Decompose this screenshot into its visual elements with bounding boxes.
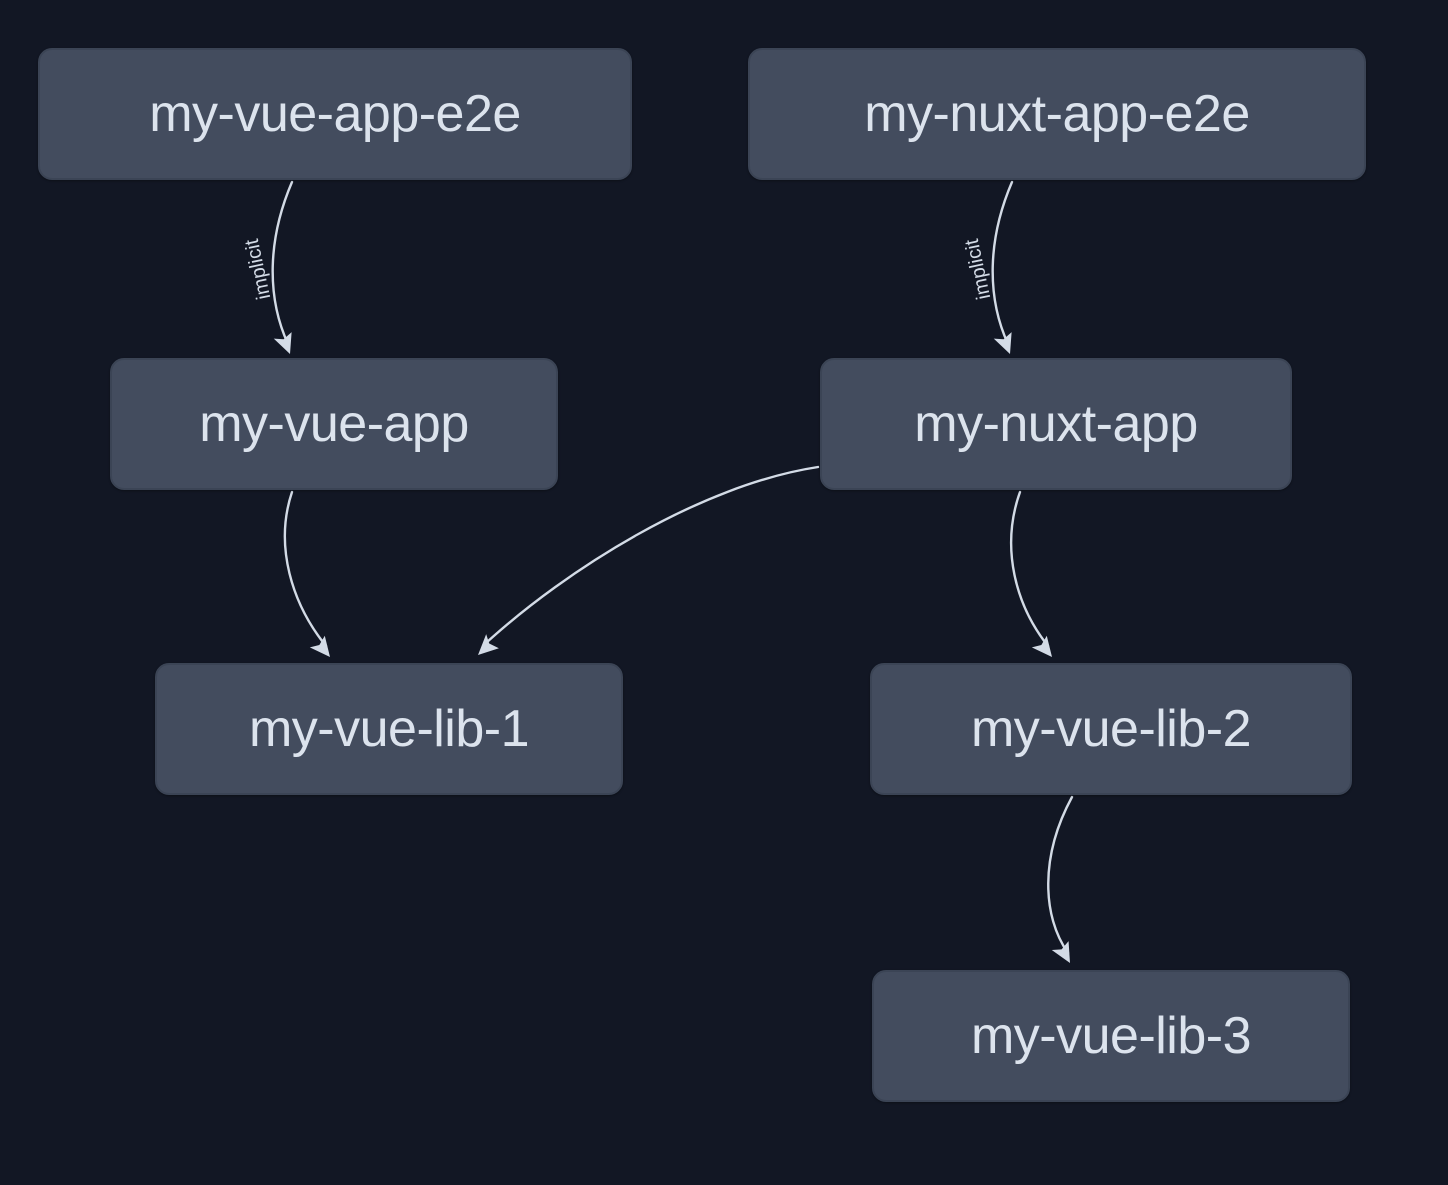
graph-node-label: my-nuxt-app — [914, 395, 1198, 453]
graph-node-label: my-vue-lib-1 — [248, 700, 530, 758]
edge-arrowhead-icon — [273, 332, 292, 354]
edge-line — [484, 465, 820, 645]
graph-edge[interactable] — [283, 490, 337, 663]
graph-node-label: my-nuxt-app-e2e — [864, 85, 1250, 143]
edge-arrowhead-icon — [309, 635, 330, 657]
graph-edge[interactable] — [471, 465, 820, 662]
edge-arrowhead-icon — [1031, 635, 1052, 657]
graph-node-my-nuxt-app-e2e[interactable]: my-nuxt-app-e2e — [748, 48, 1366, 180]
edge-arrowhead-icon — [993, 332, 1012, 354]
graph-node-label: my-vue-lib-2 — [970, 700, 1252, 758]
graph-node-my-nuxt-app[interactable]: my-nuxt-app — [820, 358, 1292, 490]
edge-label: implicit — [961, 237, 995, 302]
edge-line — [991, 180, 1014, 346]
graph-node-my-vue-app-e2e[interactable]: my-vue-app-e2e — [38, 48, 632, 180]
graph-node-my-vue-lib-1[interactable]: my-vue-lib-1 — [155, 663, 623, 795]
graph-node-label: my-vue-lib-3 — [970, 1007, 1252, 1065]
graph-node-my-vue-app[interactable]: my-vue-app — [110, 358, 558, 490]
graph-edge[interactable] — [1010, 490, 1059, 663]
graph-edge[interactable]: implicit — [961, 180, 1019, 357]
edge-line — [1047, 795, 1074, 955]
edge-line — [1010, 490, 1050, 648]
edge-arrowhead-icon — [478, 634, 499, 655]
graph-node-my-vue-lib-2[interactable]: my-vue-lib-2 — [870, 663, 1352, 795]
graph-edge[interactable] — [1047, 795, 1078, 968]
graph-node-label: my-vue-app-e2e — [149, 85, 521, 143]
graph-node-label: my-vue-app — [199, 395, 469, 453]
graph-edge[interactable]: implicit — [241, 180, 299, 357]
edge-label: implicit — [241, 237, 275, 302]
edge-line — [283, 490, 328, 648]
graph-node-my-vue-lib-3[interactable]: my-vue-lib-3 — [872, 970, 1350, 1102]
edge-line — [271, 180, 294, 346]
edge-arrowhead-icon — [1051, 941, 1070, 963]
